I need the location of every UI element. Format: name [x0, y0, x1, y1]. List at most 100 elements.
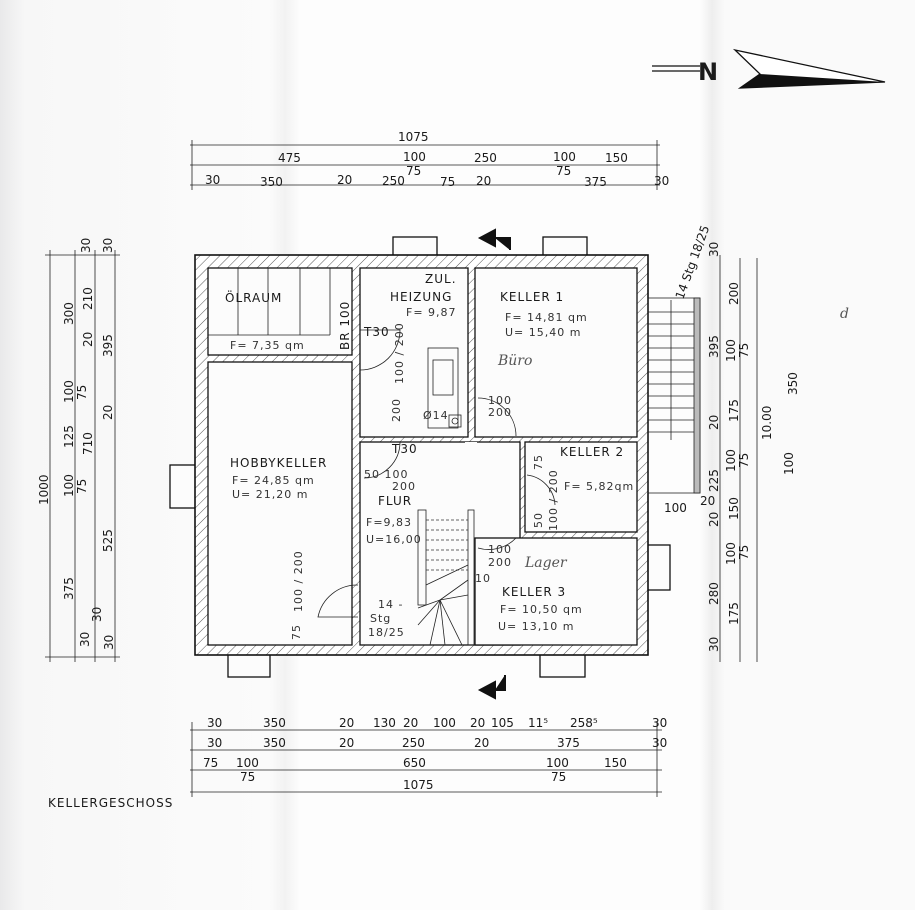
door-keller1[interactable]	[477, 397, 517, 437]
exterior-stairs[interactable]: 14 Stg 18/25 100 20	[647, 223, 715, 515]
dim-label: 50	[532, 512, 545, 528]
room-keller1	[474, 267, 638, 438]
room-name: KELLER 3	[502, 585, 566, 599]
door-dims: 100	[488, 394, 512, 407]
dim-label: 30	[707, 242, 721, 257]
dim-label: 20	[339, 716, 354, 730]
door-dims: 200	[488, 406, 512, 419]
dim-label: 375	[584, 175, 607, 189]
room-name: FLUR	[378, 494, 412, 508]
dim-label: 11⁵	[528, 716, 548, 730]
dim-label: 100	[433, 716, 456, 730]
dim-label: 350	[263, 716, 286, 730]
door-dims: 100 / 200	[393, 322, 406, 384]
dim-label: 75	[440, 175, 455, 189]
dim-label: 250	[402, 736, 425, 750]
windows	[169, 236, 671, 678]
dim-label: 100	[236, 756, 259, 770]
room-perimeter: U=16,00	[366, 533, 422, 546]
dim-right-total: 10.00	[760, 406, 774, 440]
dim-label: 75	[75, 385, 89, 400]
entrance-arrow-icon	[477, 675, 506, 700]
stairs-label: Stg	[370, 612, 391, 625]
window	[392, 236, 438, 258]
dim-label: 710	[81, 432, 95, 455]
room-name: KELLER 2	[560, 445, 624, 459]
dim-label: 100	[403, 150, 426, 164]
oil-tanks	[208, 268, 331, 336]
door-hobbykeller[interactable]	[317, 584, 359, 618]
dim-label: 20	[337, 173, 352, 187]
right-dimensions: 30 395 20 225 20 280 30 200 100 75 175 1…	[707, 242, 849, 662]
dim-label: 150	[727, 497, 741, 520]
dim-label: 100	[553, 150, 576, 164]
dim-label: 100	[724, 542, 738, 565]
window	[645, 544, 671, 591]
door-rating: T30	[391, 442, 418, 456]
door-dims: 100 / 200	[547, 469, 560, 531]
entrance-arrow-icon	[477, 228, 511, 250]
dim-label: 350	[263, 736, 286, 750]
room-keller2	[524, 441, 638, 533]
dim-label: 30	[78, 632, 92, 647]
flur-opening	[465, 442, 477, 532]
dim-bottom-total: 1075	[403, 778, 434, 792]
dim-label: 75	[737, 453, 751, 468]
door-keller3[interactable]	[477, 537, 517, 550]
dim-label: 30	[652, 716, 667, 730]
handwritten-note: d	[840, 306, 849, 322]
door-flur[interactable]	[363, 441, 401, 479]
handwritten-note: Büro	[497, 353, 532, 369]
dim-label: 30	[101, 238, 115, 253]
dim-label: 30	[652, 736, 667, 750]
pipe-label: Ø14	[423, 409, 449, 422]
dim-label: 20	[470, 716, 485, 730]
dim-label: 75	[737, 343, 751, 358]
doors	[317, 329, 556, 618]
dim-label: 375	[62, 577, 76, 600]
dim-label: 20	[403, 716, 418, 730]
dim-label: 75	[556, 164, 571, 178]
dim-label: 525	[101, 529, 115, 552]
room-keller3	[474, 537, 638, 646]
dim-label: 30	[707, 637, 721, 652]
dim-left-total: 1000	[37, 474, 51, 505]
door-heizung[interactable]	[359, 329, 401, 371]
dim-label: 75	[203, 756, 218, 770]
dim-label: 20	[707, 512, 721, 527]
dim-label: 100	[724, 339, 738, 362]
window	[539, 652, 586, 678]
wall-note: BR 100	[338, 301, 352, 350]
door-dims: 200	[392, 480, 416, 493]
dim-label: 395	[101, 334, 115, 357]
door-dims: 50 100	[364, 468, 409, 481]
drawing-title: KELLERGESCHOSS	[48, 796, 173, 810]
room-oelraum	[207, 267, 353, 356]
dim-label: 200	[390, 398, 403, 422]
room-name: ÖLRAUM	[225, 289, 282, 305]
dim-label: 210	[81, 287, 95, 310]
dim-label: 350	[260, 175, 283, 189]
room-area: F= 10,50 qm	[500, 603, 583, 616]
dim-label: 20	[474, 736, 489, 750]
left-dimensions: 1000 300 100 75 125 100 75 375 30 30 210…	[37, 238, 120, 662]
dim-label: 150	[604, 756, 627, 770]
dim-top-total: 1075	[398, 130, 429, 144]
dim-label: 75	[290, 624, 303, 640]
room-area: F= 14,81 qm	[505, 311, 588, 324]
dim-label: 200	[727, 282, 741, 305]
north-label: N	[698, 58, 718, 86]
dim-label: 225	[707, 469, 721, 492]
dim-label: 20	[707, 415, 721, 430]
dim-label: 250	[382, 174, 405, 188]
dim-label: 130	[373, 716, 396, 730]
dim-label: 20	[476, 174, 491, 188]
dim-label: 20	[101, 405, 115, 420]
internal-stairs[interactable]	[417, 509, 475, 646]
room-area: F= 9,87	[406, 306, 457, 319]
door-keller2[interactable]	[526, 474, 556, 506]
dim-label: 30	[205, 173, 220, 187]
dim-label: 100	[724, 449, 738, 472]
dim-label: 30	[207, 716, 222, 730]
